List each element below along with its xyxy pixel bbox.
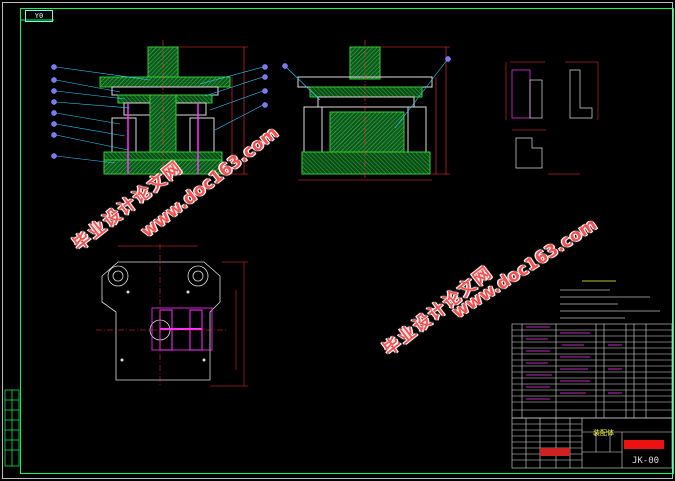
bom-entries xyxy=(526,326,622,400)
plan-view xyxy=(96,244,226,386)
drawing-frame xyxy=(20,8,674,474)
side-dimensions xyxy=(298,46,450,181)
binding-strip xyxy=(4,389,20,467)
front-balloons xyxy=(51,64,268,159)
parts-list-table xyxy=(511,323,673,419)
drawing-number: JK-00 xyxy=(632,456,660,466)
side-section-view xyxy=(297,40,433,180)
title-block-red-mark xyxy=(540,448,570,456)
title-block-title: 装配体 xyxy=(593,429,614,437)
front-leaders xyxy=(55,66,264,164)
side-leaders xyxy=(285,59,448,129)
detail-part-view xyxy=(511,69,593,169)
corner-tag: Y0 xyxy=(25,10,53,22)
side-balloons xyxy=(282,56,451,69)
front-dimensions xyxy=(178,46,248,175)
plan-dimensions xyxy=(118,245,248,387)
title-block-highlight xyxy=(624,440,664,449)
detail-dimensions xyxy=(505,61,599,175)
front-section-view xyxy=(99,40,231,180)
technical-notes xyxy=(560,280,660,319)
title-block xyxy=(511,417,673,469)
